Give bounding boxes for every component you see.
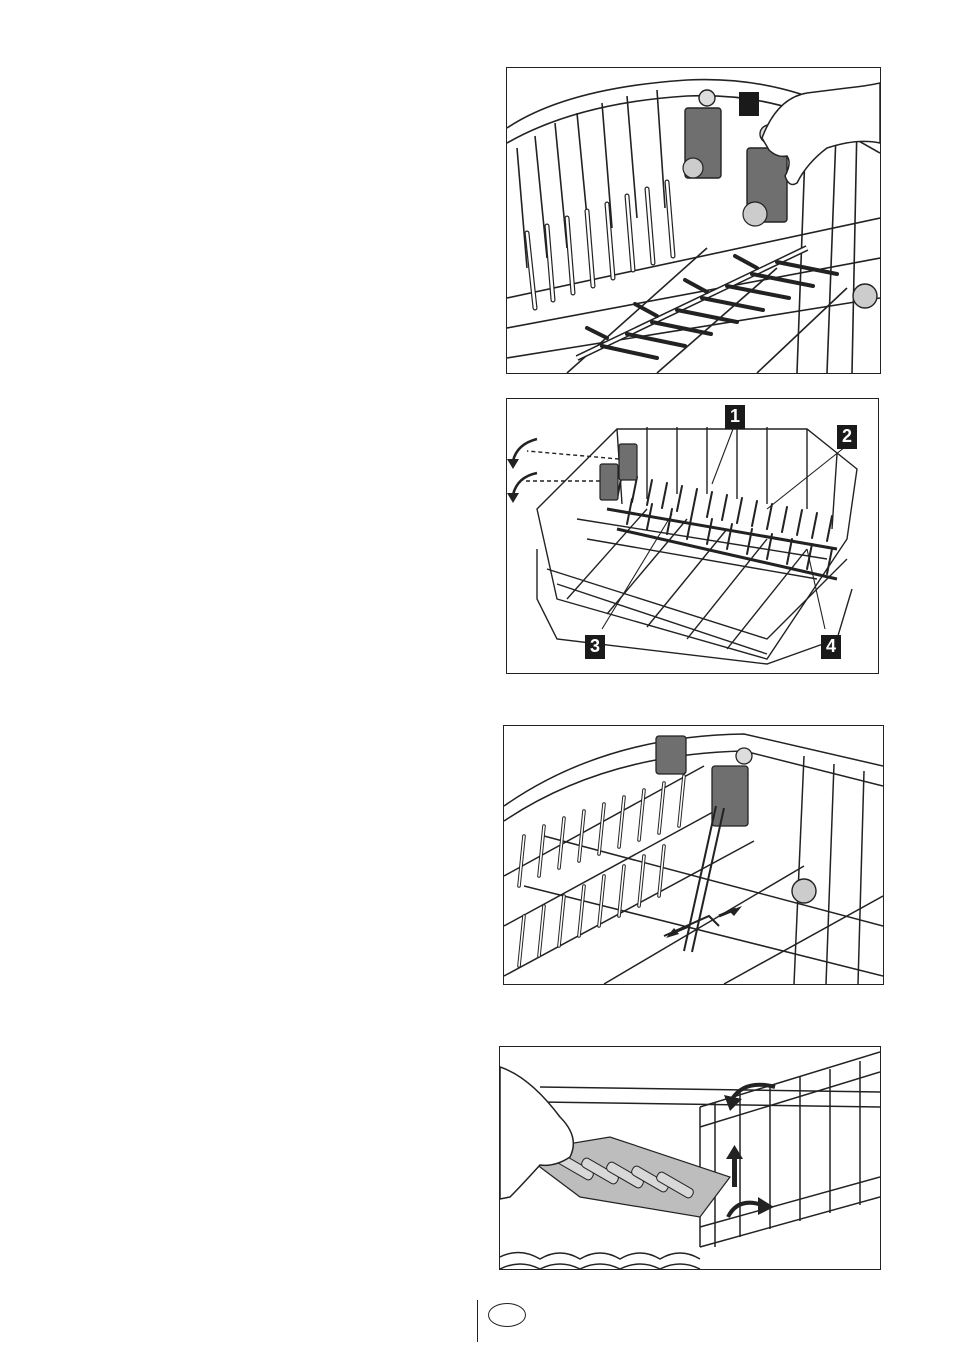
page-divider (477, 1300, 478, 1342)
figure-bracket-attach (506, 67, 881, 374)
figure-rod-adjust (503, 725, 884, 985)
callout-3: 3 (585, 635, 605, 659)
figure-fold-tines (499, 1046, 881, 1270)
callout-2: 2 (837, 425, 857, 449)
basket-illustration-2 (507, 399, 878, 673)
figure-basket-overview: 1 2 3 4 (506, 398, 879, 674)
callout-1: 1 (725, 405, 745, 429)
callout-4: 4 (821, 635, 841, 659)
basket-illustration-3 (504, 726, 883, 984)
callout-label (739, 92, 759, 116)
language-badge (488, 1303, 526, 1327)
basket-illustration-1 (507, 68, 880, 373)
basket-illustration-4 (500, 1047, 880, 1269)
